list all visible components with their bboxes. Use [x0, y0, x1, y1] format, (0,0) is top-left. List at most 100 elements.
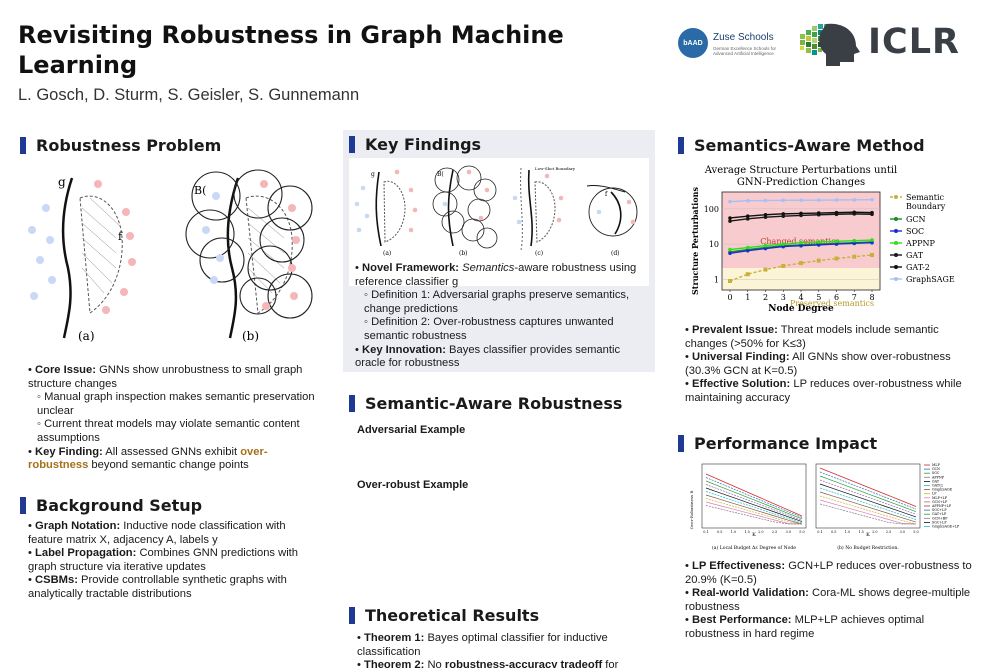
data-point [834, 239, 839, 244]
legend-label: Boundary [906, 202, 946, 211]
data-point [799, 211, 803, 216]
x-tick-label: 5 [816, 293, 821, 302]
chart-legend: SemanticBoundaryGCNSOCAPPNPGATGAT-2Graph… [890, 193, 955, 284]
section-title: Robustness Problem [36, 135, 222, 155]
perf-series-line [819, 475, 917, 513]
perf-legend-label: GATv2 [932, 484, 943, 488]
y-axis-label: Structure Perturbations [690, 187, 700, 295]
data-point [870, 240, 874, 245]
data-point [745, 248, 750, 253]
data-point [799, 240, 803, 245]
x-tick-label: 1 [745, 293, 750, 302]
perf-series-line [819, 495, 917, 525]
x-tick-label: 0 [727, 293, 732, 302]
legend-label: SOC [906, 227, 924, 236]
perf-series-line [705, 480, 803, 520]
perf-panel-b-frame [815, 463, 921, 529]
data-point [816, 240, 821, 244]
bullet-best-performance: • Best Performance: MLP+LP achieves opti… [685, 614, 925, 640]
data-point [781, 244, 786, 249]
data-point [834, 210, 839, 215]
key-findings-figure: g (a) B( (b) [349, 158, 649, 286]
bullet-key-finding: • Key Finding: All assessed GNNs exhibit… [28, 445, 268, 472]
changed-semantics-region [722, 192, 880, 269]
perf-legend-label: MLP+LP [932, 496, 948, 500]
data-point [834, 198, 839, 202]
perf-legend-label: SGC+LP [932, 508, 947, 512]
y-tick-label: 100 [704, 205, 719, 214]
data-point [763, 212, 768, 217]
x-tick-label: 7 [852, 293, 857, 302]
kf-panel-c: Low-Shot Boundary (c) [512, 166, 576, 257]
y-tick-label: 1 [714, 275, 719, 284]
data-point [763, 198, 768, 203]
data-point [728, 251, 732, 256]
method-bullets: • Prevalent Issue: Threat models include… [685, 324, 975, 406]
bullet-effective-solution: • Effective Solution: LP reduces over-ro… [685, 378, 962, 404]
bullet-theorem-2: • Theorem 2: No robustness-accuracy trad… [357, 659, 619, 668]
perf-x-tick-label: 2.5 [886, 530, 891, 534]
adversarial-example-heading: Adversarial Example [357, 424, 466, 436]
series-line [729, 254, 873, 282]
data-point [745, 198, 750, 203]
bullet-label-propagation: • Label Propagation: Combines GNN predic… [28, 547, 299, 573]
data-point [852, 210, 857, 215]
legend-marker [894, 217, 898, 221]
bullet-definition-1: ◦ Definition 1: Adversarial graphs prese… [364, 289, 630, 315]
data-point [728, 216, 732, 220]
perf-xlabel-b: K [866, 532, 870, 538]
perf-lines [705, 467, 917, 525]
data-point [852, 238, 857, 243]
perf-legend-label: SGC [932, 471, 940, 475]
section-background-setup: Background Setup [20, 494, 320, 516]
data-point [799, 261, 803, 266]
perf-x-tick-label: 1.0 [731, 530, 736, 534]
perf-x-tick-label: 2.0 [872, 530, 877, 534]
bullet-key-innovation: • Key Innovation: Bayes classifier provi… [355, 343, 621, 370]
perf-x-tick-label: 5.0 [799, 530, 804, 534]
perf-legend-label: GCN+LP [932, 500, 948, 504]
structure-perturbation-chart: Average Structure Perturbations until GN… [690, 165, 955, 314]
data-point [816, 198, 821, 202]
section-semantic-aware-robustness: Semantic-Aware Robustness [349, 392, 649, 414]
robustness-bullets: • Core Issue: GNNs show unrobustness to … [28, 364, 318, 473]
perf-series-line [705, 487, 803, 522]
perf-legend-label: APPNP+LP [931, 504, 952, 508]
kf-panel-a: g (a) [354, 169, 418, 257]
perf-series-line [705, 505, 802, 525]
data-point [834, 242, 839, 246]
data-point [728, 278, 732, 283]
key-findings-panels: g (a) B( (b) [354, 165, 638, 257]
bullet-definition-2: ◦ Definition 2: Over-robustness captures… [364, 316, 614, 342]
perf-series-line [819, 479, 917, 515]
fig-caption-a: (a) [78, 329, 95, 343]
x-tick-label: 4 [798, 293, 803, 302]
data-point [852, 241, 857, 246]
data-point [763, 243, 768, 248]
data-point [816, 258, 821, 263]
figure-panel-b: B( (b) [185, 169, 313, 343]
legend-label: APPNP [905, 239, 936, 248]
perf-series-line [819, 483, 917, 518]
iclr-brain-icon [800, 23, 860, 66]
perf-legend-label: GCN [932, 467, 940, 471]
section-title: Performance Impact [694, 433, 878, 453]
x-tick-label: 6 [834, 293, 839, 302]
perf-legend-label: APPNP [931, 475, 945, 479]
x-tick-label: 2 [763, 293, 768, 302]
bullet-real-world-validation: • Real-world Validation: Cora-ML shows d… [685, 587, 971, 613]
perf-series-line [705, 494, 803, 525]
data-point [870, 210, 874, 215]
data-point [763, 246, 768, 251]
x-axis-label: Node Degree [768, 304, 834, 314]
perf-series-line [705, 484, 803, 521]
iclr-wordmark: ICLR [868, 22, 960, 62]
y-tick-label: 10 [709, 240, 719, 249]
bullet-core-issue: • Core Issue: GNNs show unrobustness to … [28, 364, 303, 390]
perf-legend-label: GAT [932, 479, 940, 483]
section-performance-impact: Performance Impact [678, 432, 978, 454]
background-bullets: • Graph Notation: Inductive node classif… [28, 520, 320, 602]
svg-text:(a): (a) [383, 250, 391, 257]
